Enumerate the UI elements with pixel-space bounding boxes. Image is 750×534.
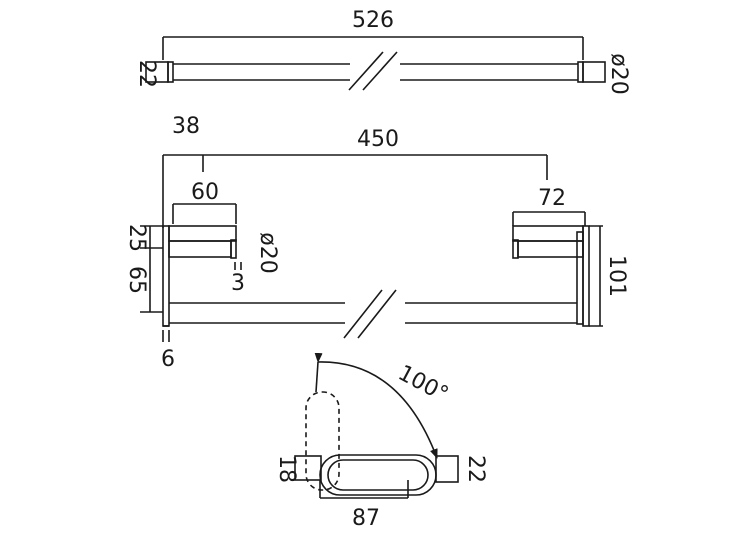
centers-label: 450 bbox=[357, 127, 399, 152]
plate-thickness-dim-lines bbox=[162, 330, 170, 342]
left-bracket-arm bbox=[168, 240, 232, 258]
depth-dim-lines bbox=[319, 480, 409, 499]
side-right-block bbox=[435, 455, 459, 483]
top-break-lines bbox=[348, 51, 398, 91]
left-height-dim-lines bbox=[140, 225, 163, 313]
right-bracket-arm bbox=[517, 240, 584, 258]
left-wall-plate bbox=[162, 225, 170, 327]
side-right-height-label: 22 bbox=[463, 455, 488, 483]
gap-dim-lines bbox=[234, 262, 242, 270]
total-height-dim-lines bbox=[589, 225, 603, 327]
left-upper-bracket bbox=[168, 225, 237, 242]
side-view: 100° 18 22 87 bbox=[274, 352, 488, 531]
rotation-start-arrow bbox=[314, 352, 323, 393]
top-diameter-label: ø20 bbox=[606, 53, 631, 94]
right-upper-bracket bbox=[512, 225, 584, 242]
left-bracket-width-label: 60 bbox=[191, 180, 219, 205]
top-view: 526 22 ø20 bbox=[134, 8, 631, 95]
right-bracket-width-label: 72 bbox=[538, 186, 566, 211]
rotation-arc bbox=[317, 361, 438, 459]
rotated-bar-outline bbox=[305, 391, 340, 491]
left-bracket-cap bbox=[230, 239, 237, 259]
top-end-height-label: 22 bbox=[134, 60, 159, 88]
centers-dimension-line bbox=[162, 154, 548, 228]
gap-label: 3 bbox=[231, 271, 245, 296]
right-bracket-cap bbox=[512, 239, 519, 259]
bar-diameter-label: ø20 bbox=[255, 232, 280, 273]
right-end-block bbox=[582, 61, 606, 83]
right-bracket-dim-line bbox=[512, 211, 586, 226]
right-inner-post bbox=[576, 231, 584, 325]
upper-height-label: 25 bbox=[124, 224, 149, 252]
side-bar-inner bbox=[327, 459, 429, 491]
left-bracket-dim-line bbox=[172, 203, 237, 224]
side-bar-oval bbox=[319, 454, 437, 496]
length-dimension-line bbox=[162, 36, 584, 60]
lower-height-label: 65 bbox=[124, 266, 149, 294]
angle-label: 100° bbox=[394, 361, 453, 408]
side-left-height-label: 18 bbox=[274, 455, 299, 483]
right-wall-plate bbox=[582, 225, 590, 327]
front-break-lines bbox=[343, 289, 397, 339]
offset-label: 38 bbox=[172, 114, 200, 139]
depth-label: 87 bbox=[352, 506, 380, 531]
front-view: 38 450 60 72 25 65 ø20 3 101 bbox=[124, 114, 629, 372]
plate-thickness-label: 6 bbox=[161, 347, 175, 372]
total-height-label: 101 bbox=[604, 255, 629, 297]
left-end-cap bbox=[167, 61, 174, 83]
top-length-label: 526 bbox=[352, 8, 394, 33]
